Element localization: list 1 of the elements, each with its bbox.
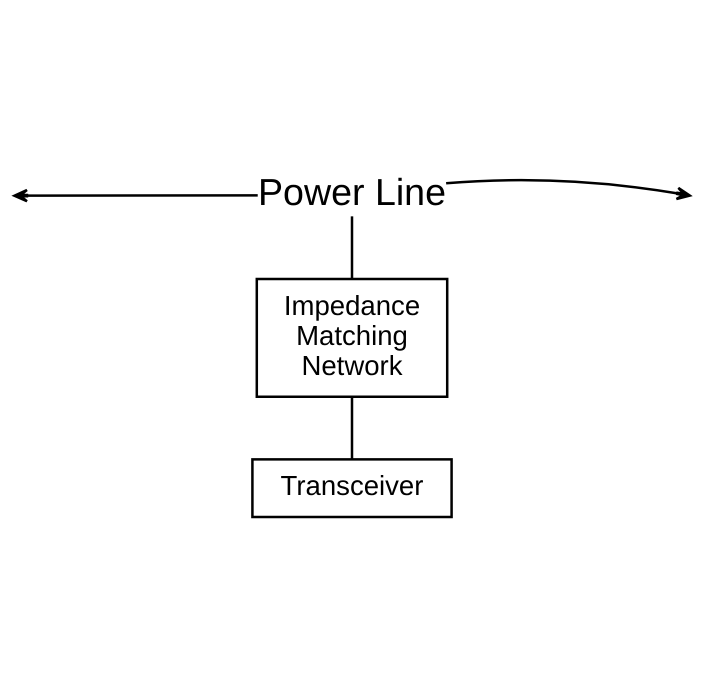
node-text: Power Line bbox=[258, 171, 446, 214]
